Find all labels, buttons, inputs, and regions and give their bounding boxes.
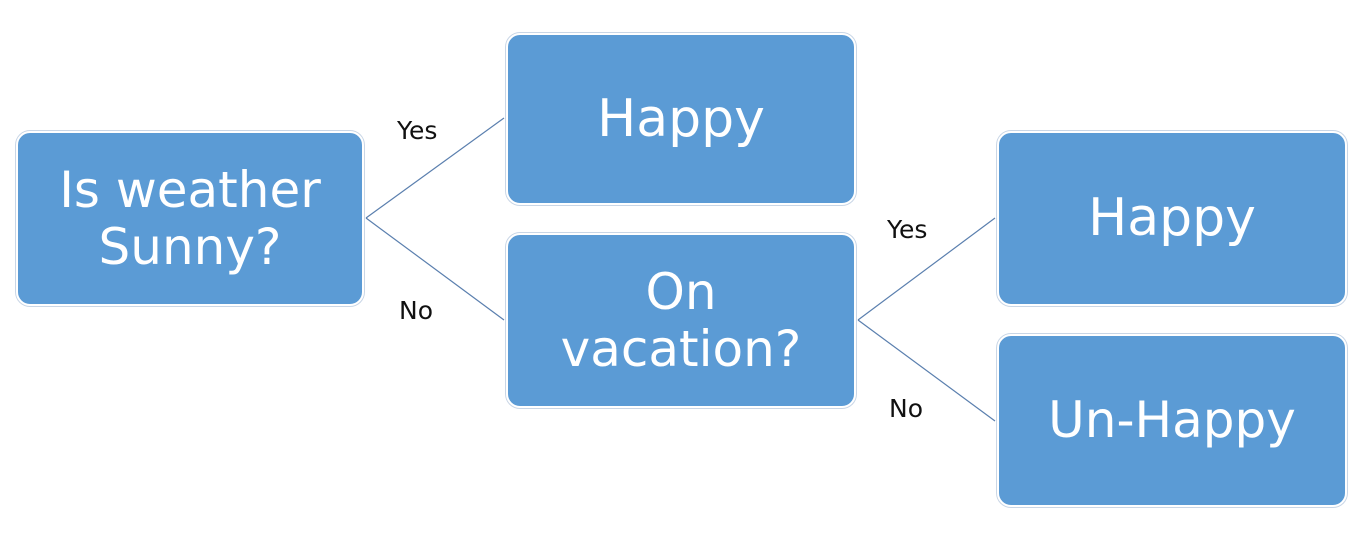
node-label: Un-Happy [1048, 391, 1296, 450]
edge-label-vacation-no: No [889, 394, 923, 423]
node-label: Is weather Sunny? [59, 161, 321, 276]
edge-vacation-to-happy [857, 217, 996, 321]
node-label: Happy [597, 88, 765, 149]
node-happy-sunny: Happy [506, 33, 856, 205]
node-happy-vacation: Happy [997, 131, 1347, 306]
edge-root-to-happy [365, 117, 505, 219]
node-un-happy: Un-Happy [997, 334, 1347, 507]
edge-vacation-to-unhappy [857, 319, 996, 422]
edge-label-vacation-yes: Yes [887, 215, 928, 244]
edge-label-sunny-yes: Yes [397, 116, 438, 145]
node-label: On vacation? [560, 263, 802, 378]
edge-root-to-vacation [365, 217, 505, 321]
node-on-vacation: On vacation? [506, 233, 856, 408]
node-is-weather-sunny: Is weather Sunny? [16, 131, 364, 306]
node-label: Happy [1088, 188, 1256, 249]
edge-label-sunny-no: No [399, 296, 433, 325]
